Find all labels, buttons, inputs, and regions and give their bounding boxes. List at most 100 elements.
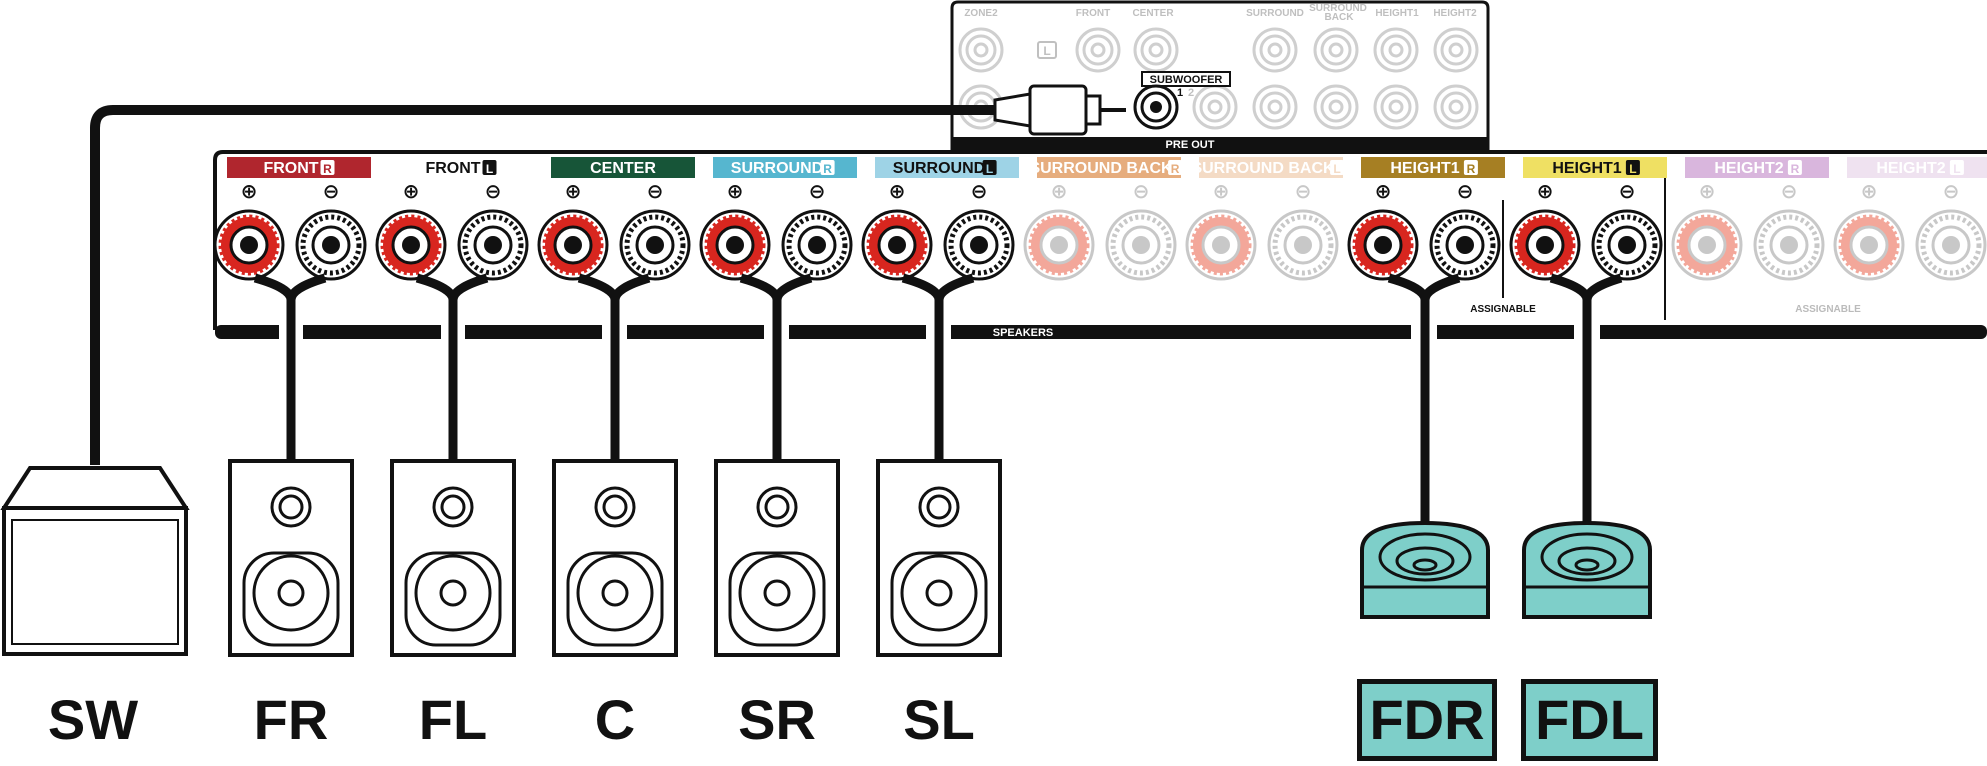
speaker-label-sl: SL <box>903 688 975 751</box>
plus-symbol-9: ⊕ <box>1699 181 1716 203</box>
preout-l-badge-text: L <box>1043 44 1050 58</box>
speaker-cable-1 <box>415 273 489 465</box>
minus-symbol-0: ⊖ <box>323 181 340 203</box>
speaker-label-fr: FR <box>253 688 329 751</box>
speaker-cable-0 <box>253 273 327 465</box>
preout-header-1: FRONT <box>1076 8 1110 19</box>
svg-text:SURROUND BACK: SURROUND BACK <box>1191 160 1335 177</box>
svg-text:HEIGHT2: HEIGHT2 <box>1876 160 1945 177</box>
channel-label-2: CENTER <box>551 157 695 178</box>
speaker-label-fdr: FDR <box>1357 679 1497 761</box>
rca-plug <box>993 84 1126 136</box>
svg-text:R: R <box>1467 162 1476 176</box>
preout-jack-bottom-2 <box>1252 84 1298 130</box>
preout-jack-top-0 <box>958 27 1004 73</box>
plus-symbol-3: ⊕ <box>727 181 744 203</box>
minus-symbol-9: ⊖ <box>1781 181 1798 203</box>
plus-symbol-1: ⊕ <box>403 181 420 203</box>
terminal-minus-2 <box>619 209 691 281</box>
svg-text:FRONT: FRONT <box>425 160 480 177</box>
terminal-plus-2 <box>537 209 609 281</box>
subwoofer-label: SUBWOOFER <box>1150 74 1223 86</box>
terminal-minus-0 <box>295 209 367 281</box>
svg-text:CENTER: CENTER <box>590 160 656 177</box>
pre-out-label: PRE OUT <box>1166 139 1215 151</box>
speaker-cable-7 <box>1387 273 1461 525</box>
preout-header-2: CENTER <box>1132 8 1174 19</box>
speaker-fr <box>228 459 354 657</box>
preout-header-4: SURROUND <box>1309 3 1367 14</box>
svg-text:L: L <box>986 162 993 176</box>
terminal-minus-7 <box>1429 209 1501 281</box>
speakers-label: SPEAKERS <box>993 327 1054 339</box>
preout-jack-top-1 <box>1075 27 1121 73</box>
terminal-plus-10 <box>1833 209 1905 281</box>
svg-text:L: L <box>1953 162 1960 176</box>
speaker-label-fdl: FDL <box>1521 679 1658 761</box>
speaker-cable-3 <box>739 273 813 465</box>
assignable-label-2: ASSIGNABLE <box>1795 304 1861 315</box>
speaker-cable-2 <box>577 273 651 465</box>
preout-jack-top-5 <box>1373 27 1419 73</box>
subwoofer-label-box <box>1141 71 1231 87</box>
svg-text:HEIGHT1: HEIGHT1 <box>1390 160 1459 177</box>
svg-text:L: L <box>1333 162 1340 176</box>
speaker-label-fl: FL <box>418 688 488 751</box>
minus-symbol-6: ⊖ <box>1295 181 1312 203</box>
minus-symbol-8: ⊖ <box>1619 181 1636 203</box>
subwoofer-num-1: 1 <box>1177 87 1183 99</box>
preout-jack-top-4 <box>1313 27 1359 73</box>
speaker-fl <box>390 459 516 657</box>
terminal-minus-9 <box>1753 209 1825 281</box>
minus-symbol-7: ⊖ <box>1457 181 1474 203</box>
plus-symbol-0: ⊕ <box>241 181 258 203</box>
channel-label-10: HEIGHT2 L <box>1847 157 1987 178</box>
preout-jack-bottom-5 <box>1433 84 1479 130</box>
preout-header-7: HEIGHT2 <box>1433 8 1477 19</box>
svg-text:L: L <box>1629 162 1636 176</box>
speaker-fdr <box>1360 520 1490 619</box>
speaker-center <box>552 459 678 657</box>
terminal-plus-8 <box>1509 209 1581 281</box>
preout-jack-top-2 <box>1133 27 1179 73</box>
minus-symbol-4: ⊖ <box>971 181 988 203</box>
terminal-plus-1 <box>375 209 447 281</box>
minus-symbol-10: ⊖ <box>1943 181 1960 203</box>
svg-text:SURROUND: SURROUND <box>731 160 823 177</box>
terminal-plus-0 <box>213 209 285 281</box>
terminal-plus-9 <box>1671 209 1743 281</box>
terminal-minus-3 <box>781 209 853 281</box>
speaker-cable-8 <box>1549 273 1623 525</box>
preout-jack-bottom-4 <box>1373 84 1419 130</box>
svg-text:R: R <box>323 162 332 176</box>
speaker-panel-bottom-bar <box>215 325 1987 339</box>
preout-jack-bottom-1 <box>1192 84 1238 130</box>
terminal-minus-4 <box>943 209 1015 281</box>
terminal-minus-8 <box>1591 209 1663 281</box>
speaker-label-c: C <box>594 688 636 751</box>
svg-text:R: R <box>1171 162 1180 176</box>
speaker-label-sw: SW <box>47 688 139 751</box>
plus-symbol-2: ⊕ <box>565 181 582 203</box>
plus-symbol-7: ⊕ <box>1375 181 1392 203</box>
speaker-panel-frame <box>213 150 1987 330</box>
preout-header-5: BACK <box>1325 12 1355 23</box>
terminal-plus-3 <box>699 209 771 281</box>
terminal-minus-5 <box>1105 209 1177 281</box>
terminal-minus-6 <box>1267 209 1339 281</box>
svg-text:SURROUND: SURROUND <box>893 160 985 177</box>
preout-header-6: HEIGHT1 <box>1375 8 1419 19</box>
preout-jack-bottom-3 <box>1313 84 1359 130</box>
speaker-fdl <box>1522 520 1652 619</box>
subwoofer-unit <box>0 466 190 656</box>
plus-symbol-8: ⊕ <box>1537 181 1554 203</box>
minus-symbol-3: ⊖ <box>809 181 826 203</box>
svg-text:SURROUND BACK: SURROUND BACK <box>1029 160 1173 177</box>
subwoofer-jack <box>1133 84 1179 130</box>
